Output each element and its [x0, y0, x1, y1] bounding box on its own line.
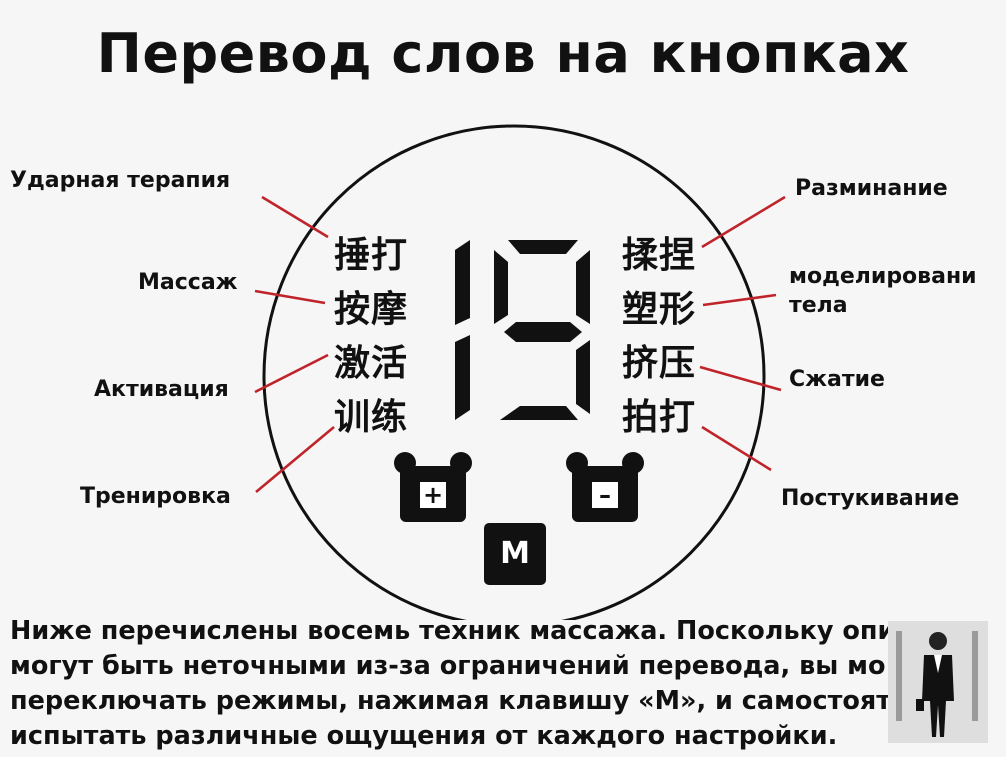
description-text: Ниже перечислены восемь техник массажа. …: [10, 614, 890, 757]
minus-button[interactable]: –: [572, 466, 638, 522]
label-compression: Сжатие: [789, 367, 885, 393]
panel-char-tapping: 拍打: [622, 388, 696, 440]
description-line-2: могут быть неточными из-за ограничений п…: [10, 649, 890, 684]
leader-line-massage: [255, 291, 325, 303]
person-in-suit-icon: [888, 621, 988, 743]
minus-button-right-ear: [622, 452, 644, 474]
plus-button-left-ear: [394, 452, 416, 474]
description-line-3: переключать режимы, нажимая клавишу «M»,…: [10, 684, 890, 719]
digit-1-upper-segment: [455, 240, 470, 325]
digit-9-upper-left-segment: [494, 250, 508, 324]
label-tapping: Постукивание: [781, 486, 959, 512]
m-mode-button[interactable]: M: [484, 523, 546, 585]
label-body-shaping-line2: тела: [789, 293, 848, 319]
leader-line-training: [256, 427, 334, 492]
digit-1-lower-segment: [455, 335, 470, 420]
label-training: Тренировка: [80, 484, 231, 510]
panel-char-compression: 挤压: [622, 334, 696, 386]
label-activation: Активация: [94, 377, 229, 403]
leader-line-shaping: [703, 295, 776, 305]
seven-segment-display: [455, 240, 590, 420]
plus-button-right-ear: [450, 452, 472, 474]
minus-button-left-ear: [566, 452, 588, 474]
plus-icon: +: [420, 482, 446, 508]
leader-line-percussion: [262, 197, 328, 237]
panel-char-shaping: 塑形: [622, 280, 696, 332]
panel-char-percussion: 捶打: [334, 226, 408, 278]
leader-line-compression: [700, 367, 781, 390]
label-percussion-therapy: Ударная терапия: [10, 168, 230, 194]
description-line-4: испытать различные ощущения от каждого н…: [10, 719, 890, 754]
digit-9-middle-segment: [504, 322, 582, 342]
panel-char-kneading: 揉捏: [622, 226, 696, 278]
digit-9-top-segment: [508, 240, 578, 254]
digit-9-bottom-segment: [500, 406, 578, 420]
panel-char-massage: 按摩: [334, 280, 408, 332]
label-massage: Массаж: [138, 270, 238, 296]
leader-line-kneading: [702, 197, 785, 247]
digit-9-lower-right-segment: [576, 340, 590, 414]
label-kneading: Разминание: [795, 176, 948, 202]
description-line-1: Ниже перечислены восемь техник массажа. …: [10, 614, 890, 649]
panel-char-training: 训练: [334, 388, 408, 440]
plus-button[interactable]: +: [400, 466, 466, 522]
label-body-shaping-line1: моделировани: [789, 264, 1003, 290]
panel-char-activation: 激活: [334, 334, 408, 386]
digit-9-upper-right-segment: [576, 250, 590, 324]
person-photo: [888, 621, 988, 743]
leader-line-tapping: [702, 427, 771, 470]
minus-icon: –: [592, 482, 618, 508]
